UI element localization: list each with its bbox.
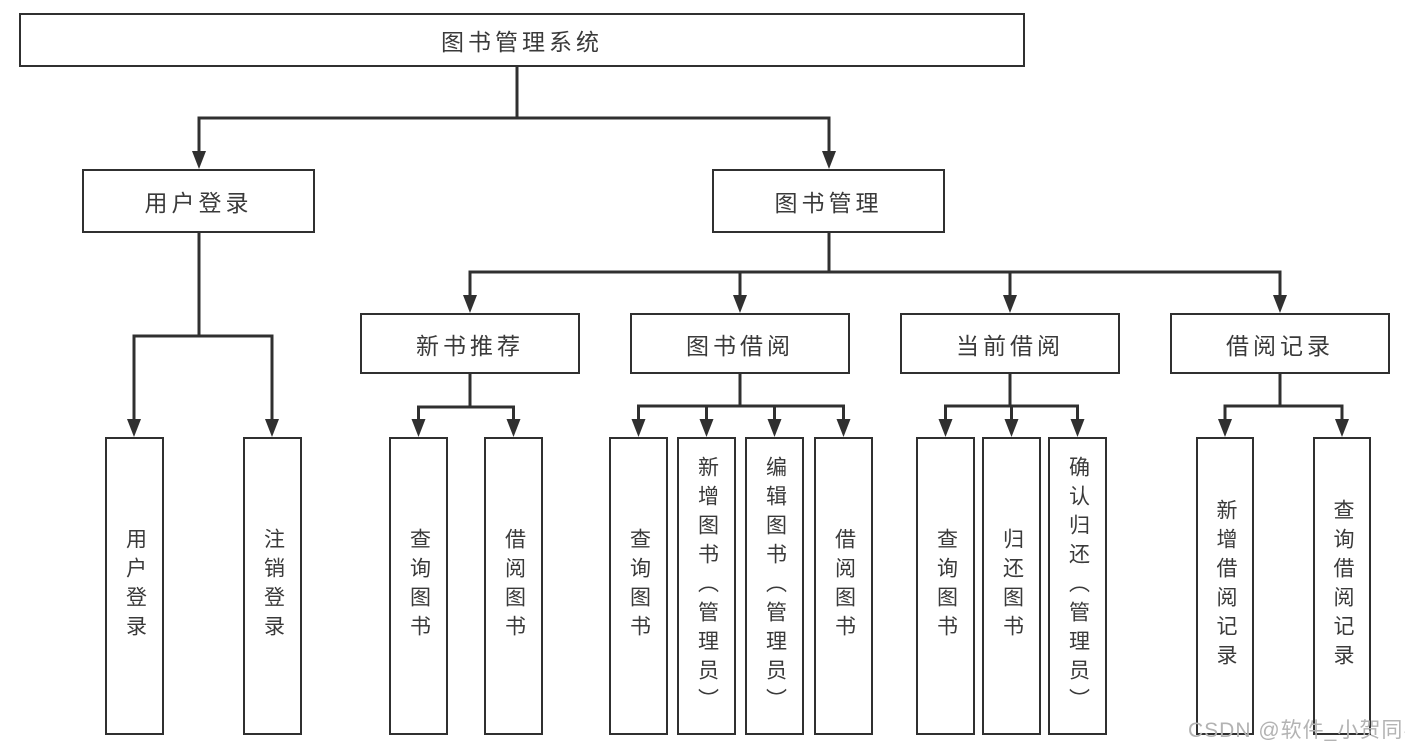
arrowhead	[1070, 419, 1085, 437]
node-book-management: 图书管理	[712, 169, 945, 233]
leaf-query-books-current: 查询图书	[916, 437, 975, 735]
node-current-borrowing: 当前借阅	[900, 313, 1120, 374]
arrowhead	[1004, 419, 1019, 437]
arrowhead	[506, 419, 521, 437]
connector-currentborrow-to-leaves	[944, 372, 1079, 424]
leaf-query-books-recommend: 查询图书	[389, 437, 448, 735]
arrowhead	[463, 295, 477, 313]
arrowhead	[411, 419, 426, 437]
connector-newbook-to-leaves	[417, 372, 515, 424]
leaf-return-books: 归还图书	[982, 437, 1041, 735]
arrowhead	[733, 295, 747, 313]
node-library-management-system: 图书管理系统	[19, 13, 1025, 67]
node-borrowing-records: 借阅记录	[1170, 313, 1390, 374]
connector-root-to-level2	[197, 65, 831, 156]
csdn-watermark: CSDN @软件_小贺同学	[1188, 719, 1405, 742]
leaf-borrow-books-recommend: 借阅图书	[484, 437, 543, 735]
arrowhead	[192, 151, 206, 169]
leaf-add-borrow-record: 新增借阅记录	[1196, 437, 1254, 735]
arrowhead	[699, 419, 714, 437]
node-book-borrowing: 图书借阅	[630, 313, 850, 374]
leaf-query-books-borrowing: 查询图书	[609, 437, 668, 735]
leaf-query-borrow-record: 查询借阅记录	[1313, 437, 1371, 735]
arrowhead	[1218, 419, 1232, 437]
node-user-login: 用户登录	[82, 169, 315, 233]
arrowhead	[1273, 295, 1287, 313]
leaf-logout: 注销登录	[243, 437, 302, 735]
arrowhead	[1003, 295, 1017, 313]
leaf-confirm-return-admin: 确认归还（管理员）	[1048, 437, 1107, 735]
arrowhead	[767, 419, 782, 437]
node-new-book-recommendation: 新书推荐	[360, 313, 580, 374]
leaf-user-login: 用户登录	[105, 437, 164, 735]
connector-records-to-leaves	[1223, 372, 1344, 424]
arrowheads	[127, 151, 1349, 437]
leaf-edit-book-admin: 编辑图书（管理员）	[745, 437, 804, 735]
connector-userlogin-to-leaves	[132, 231, 274, 424]
arrowhead	[127, 419, 141, 437]
arrowhead	[265, 419, 279, 437]
leaf-add-book-admin: 新增图书（管理员）	[677, 437, 736, 735]
arrowhead	[836, 419, 851, 437]
connector-bookborrow-to-leaves	[637, 372, 845, 424]
arrowhead	[822, 151, 836, 169]
connector-bookmgmt-to-level3	[468, 231, 1282, 300]
arrowhead	[938, 419, 953, 437]
leaf-borrow-books-borrowing: 借阅图书	[814, 437, 873, 735]
arrowhead	[631, 419, 646, 437]
arrowhead	[1335, 419, 1349, 437]
